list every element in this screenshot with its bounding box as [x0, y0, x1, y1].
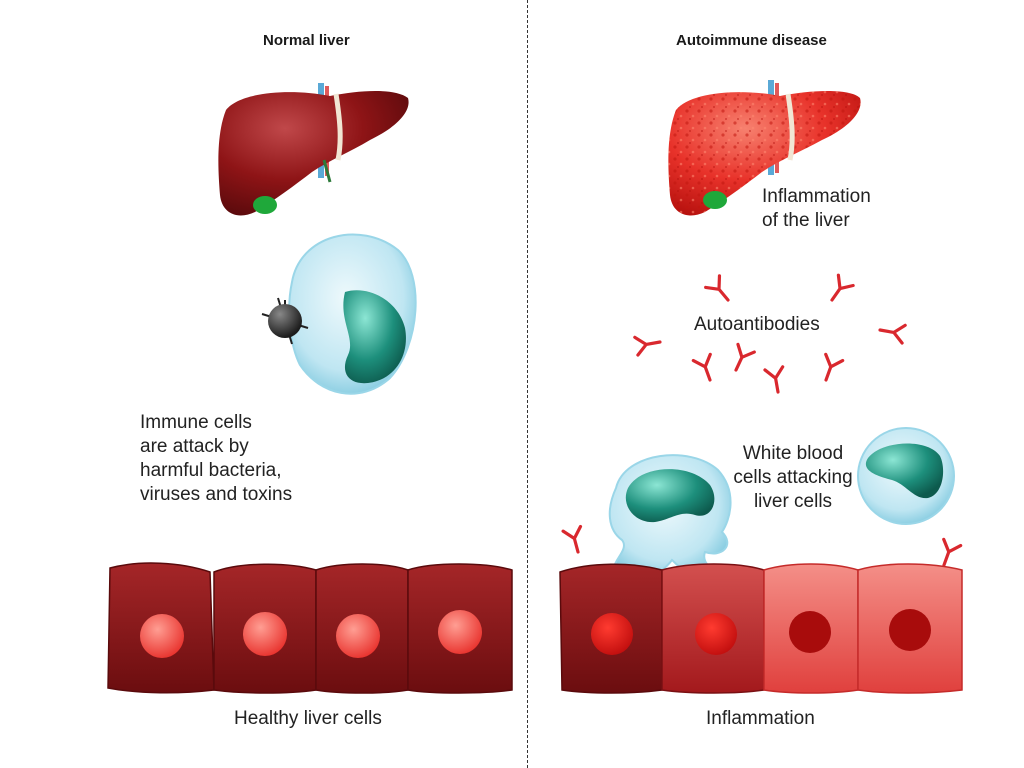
immune-text-line-3: harmful bacteria,	[140, 460, 282, 481]
wbc-text-line-1: White blood	[742, 443, 844, 464]
autoimmune-disease-title: Autoimmune disease	[676, 32, 827, 49]
healthy-cells-caption: Healthy liver cells	[234, 708, 382, 729]
white-blood-cell-right	[857, 427, 955, 525]
autoantibodies-label: Autoantibodies	[694, 314, 820, 335]
wbc-text-line-3: liver cells	[753, 491, 833, 512]
wbc-text-line-2: cells attacking	[733, 467, 853, 488]
immune-text-line-4: viruses and toxins	[140, 484, 293, 505]
immune-text-line-2: are attack by	[140, 436, 249, 457]
inflammation-of-liver-line-2: of the liver	[762, 210, 850, 231]
inflamed-liver-cells-illustration	[559, 563, 963, 694]
normal-liver-title: Normal liver	[263, 32, 350, 49]
panel-divider	[527, 0, 528, 768]
immune-text-line-1: Immune cells	[140, 412, 252, 433]
inflammation-of-liver-line-1: Inflammation	[762, 186, 871, 207]
white-blood-cell-left	[608, 454, 732, 580]
inflamed-liver-illustration	[668, 80, 861, 216]
inflammation-caption: Inflammation	[706, 708, 815, 729]
bacterium-illustration	[261, 297, 309, 345]
healthy-liver-cells-illustration	[107, 562, 513, 694]
immune-cell-illustration	[288, 233, 417, 395]
healthy-liver-illustration	[218, 83, 409, 216]
